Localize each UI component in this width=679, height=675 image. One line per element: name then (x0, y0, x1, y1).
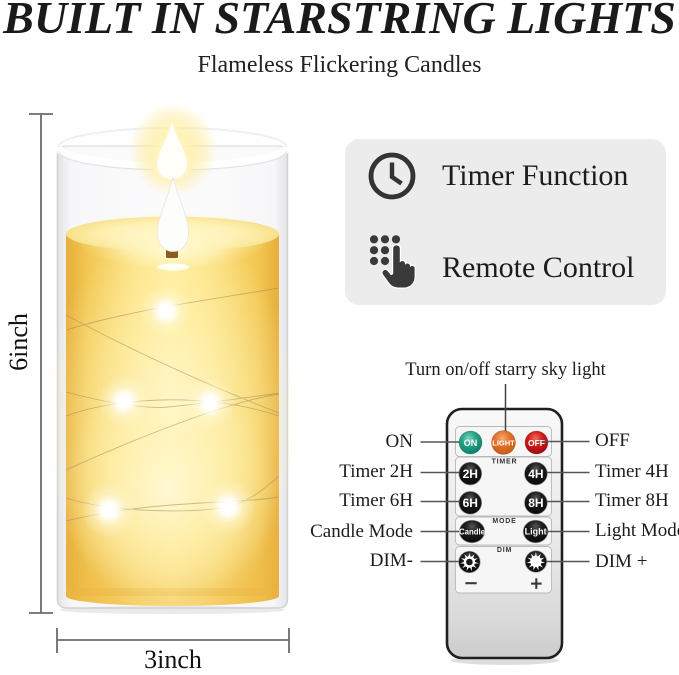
svg-text:2H: 2H (463, 467, 478, 481)
svg-text:3inch: 3inch (144, 645, 202, 674)
svg-text:OFF: OFF (528, 438, 545, 448)
svg-text:Candle: Candle (459, 527, 486, 536)
svg-text:Light: Light (525, 527, 547, 537)
svg-text:6H: 6H (463, 496, 478, 510)
svg-text:LIGHT: LIGHT (492, 438, 515, 447)
svg-text:6inch: 6inch (4, 313, 33, 371)
svg-text:8H: 8H (528, 496, 543, 510)
svg-text:DIM: DIM (497, 547, 512, 554)
svg-text:ON: ON (464, 438, 478, 448)
svg-text:MODE: MODE (492, 518, 516, 525)
svg-text:TIMER: TIMER (492, 459, 518, 466)
svg-text:4H: 4H (528, 467, 543, 481)
